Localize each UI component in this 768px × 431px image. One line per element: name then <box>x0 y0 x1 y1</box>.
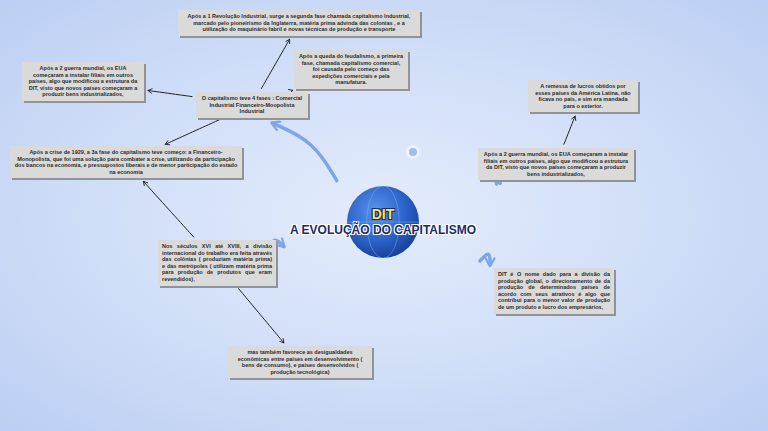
note-box: Nos séculos XVI até XVIII, a divisão int… <box>158 240 276 286</box>
small-globe <box>406 145 420 159</box>
arrow-line <box>143 181 193 237</box>
arrow-line <box>261 39 289 88</box>
note-box: Após a queda do feudalismo, a primeira f… <box>294 50 408 89</box>
hub-title: A EVOLUÇÃO DO CAPITALISMO <box>290 223 476 237</box>
note-box: mas também favorece as desigualdades eco… <box>228 346 372 378</box>
arrow-line <box>165 119 220 144</box>
box-text: mas também favorece as desigualdades eco… <box>232 349 368 375</box>
note-box: Após a 1 Revolução Industrial, surge a s… <box>178 10 420 36</box>
note-box: DIT é O nome dado para a divisão da prod… <box>494 268 614 314</box>
note-box: Após a 2 guerra mundial, os EUA começara… <box>478 148 634 180</box>
arrow-line <box>564 116 575 144</box>
note-box: O capitalismo teve 4 fases : Comercial I… <box>196 92 308 118</box>
box-text: O capitalismo teve 4 fases : Comercial I… <box>200 95 304 115</box>
box-text: DIT é O nome dado para a divisão da prod… <box>498 271 610 311</box>
arrow-line <box>291 90 293 91</box>
hub-heading: DIT <box>372 206 395 223</box>
arrow-line <box>148 90 192 96</box>
box-text: Após a 1 Revolução Industrial, surge a s… <box>182 13 416 33</box>
box-text: Após a 2 guerra mundial, os EUA começara… <box>26 65 140 98</box>
box-text: A remessa de lucros obtidos por esses pa… <box>532 83 634 109</box>
curved-arrow <box>480 254 490 265</box>
note-box: Após a 2 guerra mundial, os EUA começara… <box>22 62 144 101</box>
arrow-line <box>239 289 284 343</box>
box-text: Após a 2 guerra mundial, os EUA começara… <box>482 151 630 177</box>
note-box: A remessa de lucros obtidos por esses pa… <box>528 80 638 112</box>
curved-arrow <box>272 123 336 181</box>
note-box: Após a crise de 1929, a 3a fase do capit… <box>10 146 242 178</box>
central-circle: DITA EVOLUÇÃO DO CAPITALISMO <box>277 186 489 258</box>
box-text: Nos séculos XVI até XVIII, a divisão int… <box>162 243 272 283</box>
small-globe-core <box>409 148 417 156</box>
box-text: Após a crise de 1929, a 3a fase do capit… <box>14 149 238 175</box>
box-text: Após a queda do feudalismo, a primeira f… <box>298 53 404 86</box>
globe-shape <box>347 186 419 258</box>
